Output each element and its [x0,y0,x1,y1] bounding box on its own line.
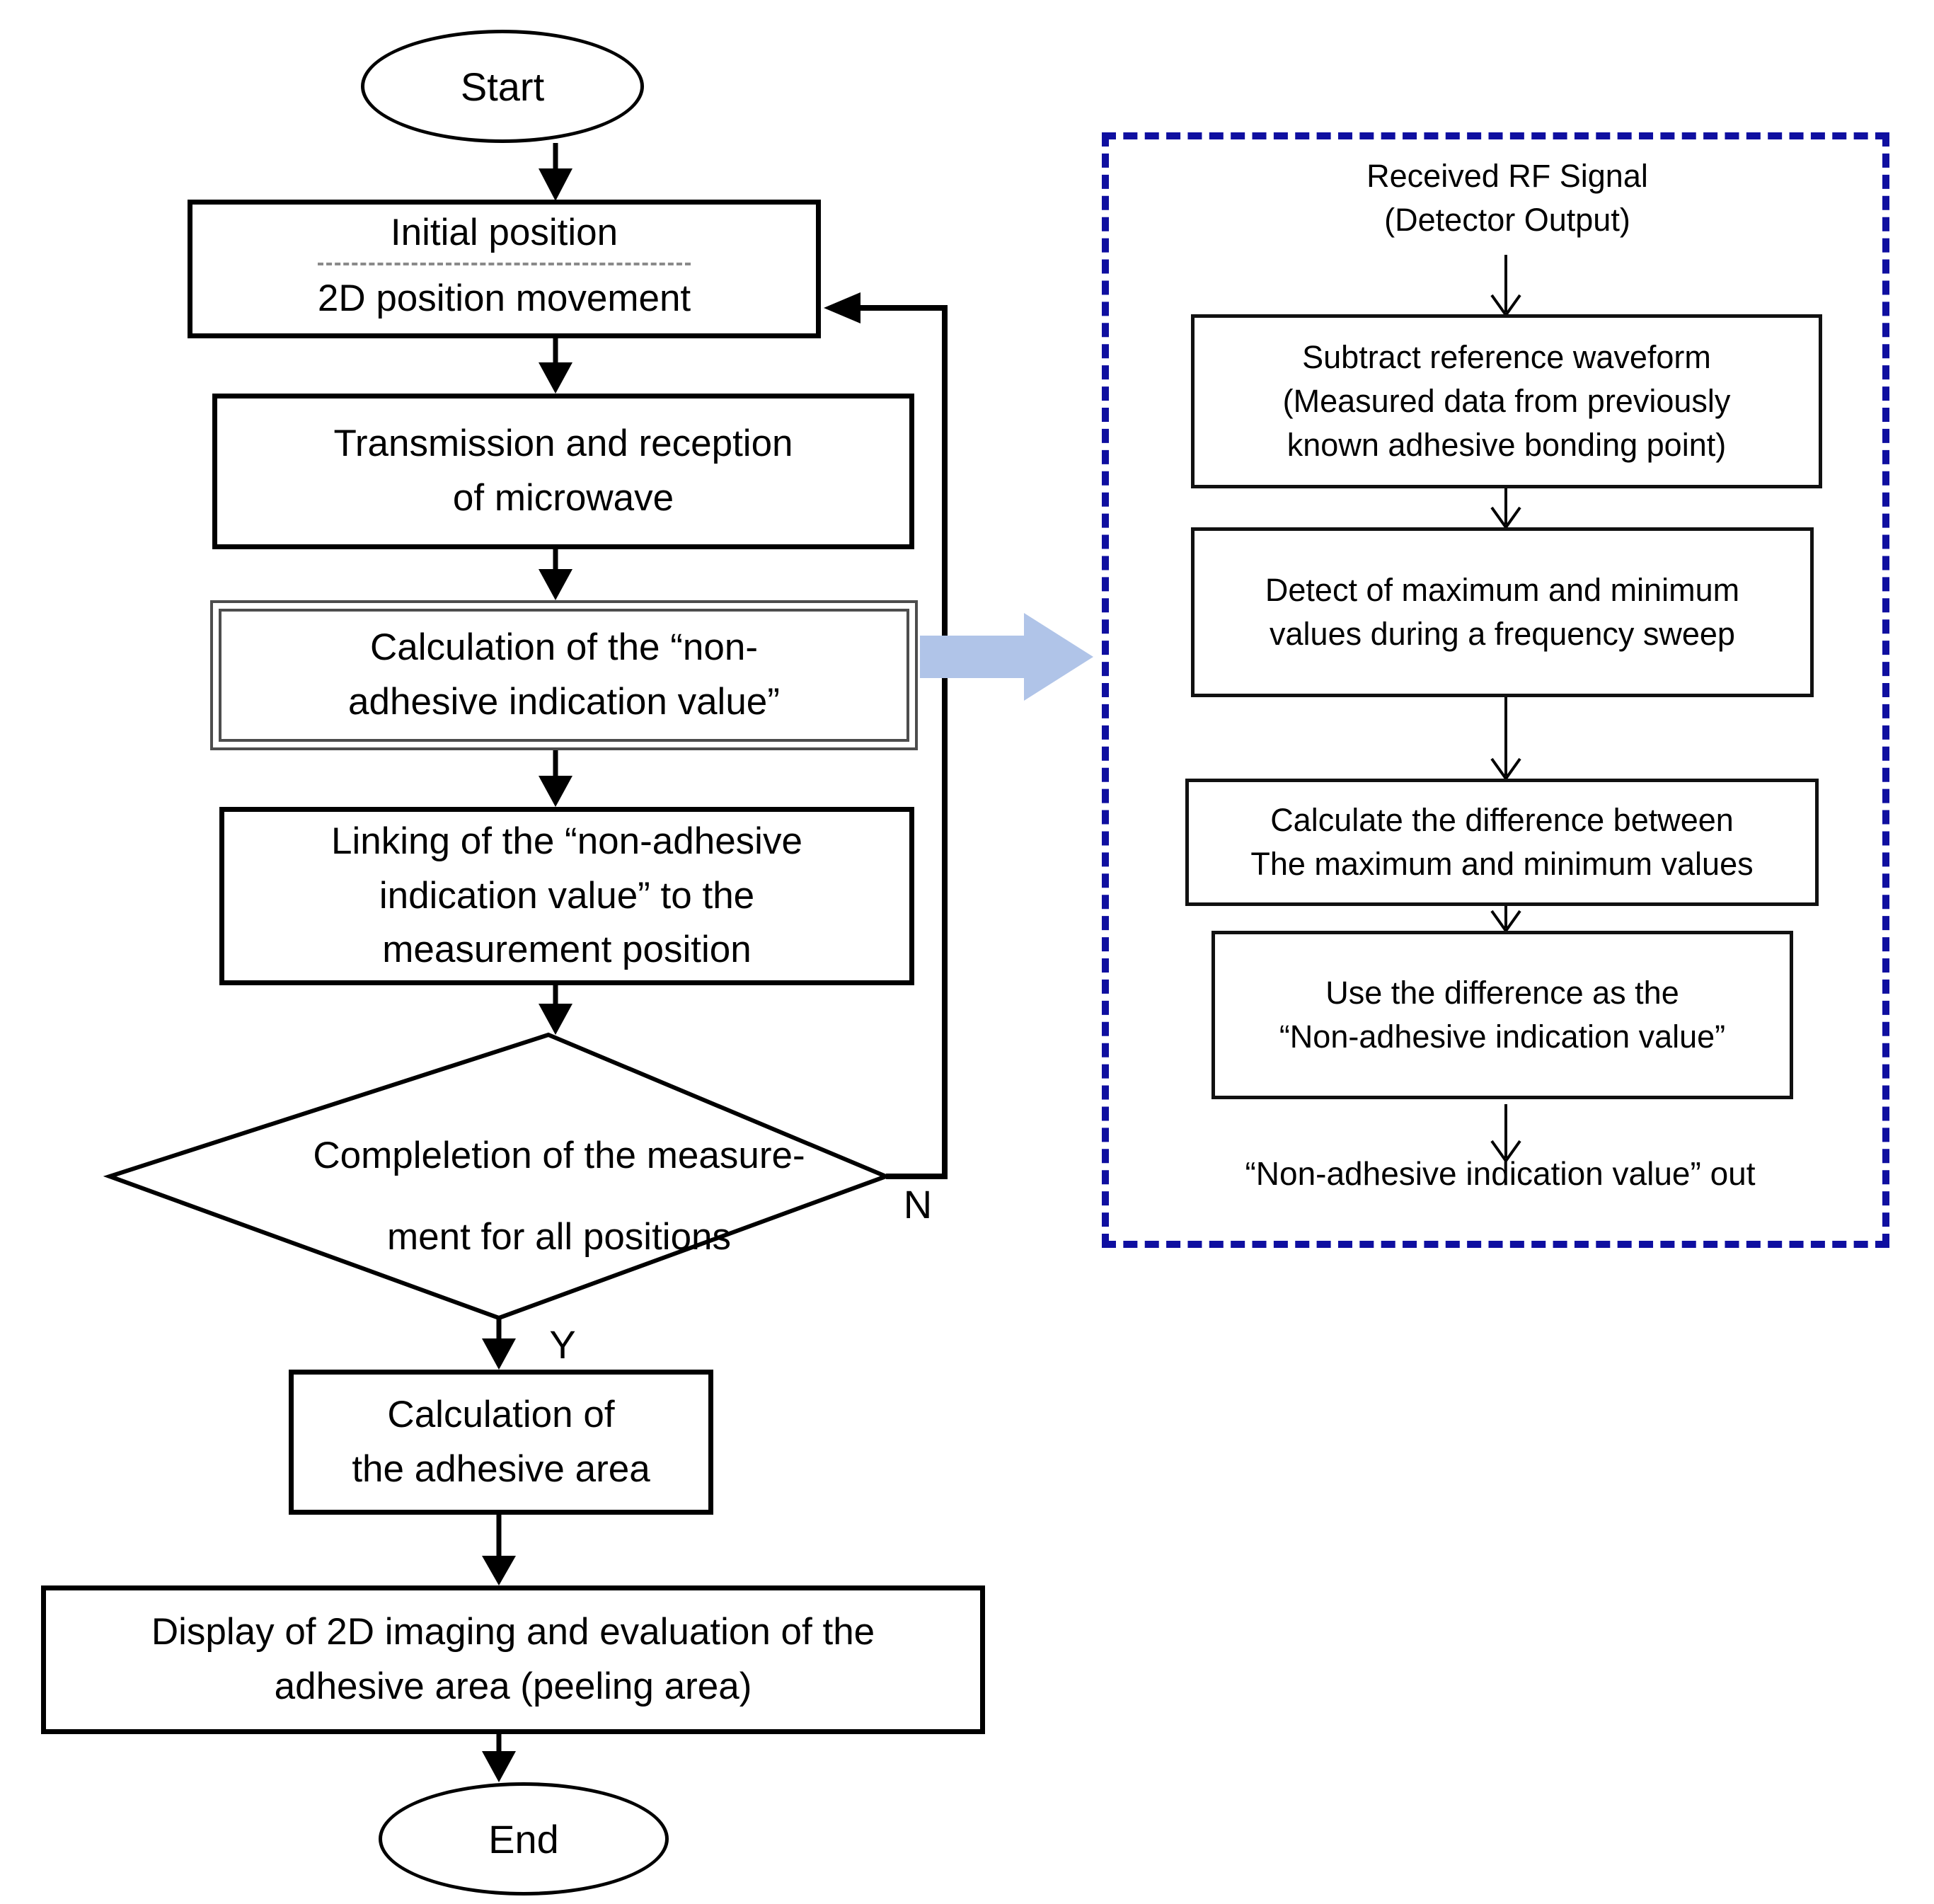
arrow-calc-to-linking [539,750,572,807]
arrow-diamond-to-calcarea [482,1318,516,1370]
position-movement-label: 2D position movement [317,277,691,320]
branch-no-label: N [903,1181,933,1227]
calc-indication-box: Calculation of the “non- adhesive indica… [210,600,918,750]
display-box: Display of 2D imaging and evaluation of … [41,1585,985,1734]
start-terminal: Start [361,30,644,143]
calc-difference-box: Calculate the difference between The max… [1185,779,1819,906]
arrow-display-to-end [482,1734,516,1782]
detect-minmax-box: Detect of maximum and minimum values dur… [1191,527,1814,697]
end-terminal: End [379,1782,669,1896]
arrow-start-to-init [539,143,572,201]
transmission-box: Transmission and reception of microwave [212,394,914,549]
arrow-calcarea-to-display [482,1515,516,1585]
indication-value-out-label: “Non-adhesive indication value” out [1245,1155,1756,1192]
arrow-use-to-output [1490,1104,1521,1164]
use-difference-box: Use the difference as the “Non-adhesive … [1211,931,1793,1099]
linking-box: Linking of the “non-adhesive indication … [219,807,914,985]
initial-position-row: Initial position [317,205,691,265]
rf-signal-title: Received RF Signal (Detector Output) [1366,158,1648,238]
subtract-reference-box: Subtract reference waveform (Measured da… [1191,314,1822,488]
detail-panel [1102,132,1889,1248]
arrow-linking-to-diamond [539,985,572,1035]
arrow-init-to-transmission [539,338,572,394]
branch-yes-label: Y [549,1321,576,1367]
end-label: End [488,1816,559,1862]
calc-area-box: Calculation of the adhesive area [289,1370,713,1515]
feedback-loop-line [824,292,948,1179]
arrow-transmission-to-calc [539,549,572,600]
position-movement-row: 2D position movement [318,265,691,333]
highlight-callout-arrow [920,613,1093,701]
initial-position-box: Initial position 2D position movement [188,200,821,338]
calc-indication-box-inner: Calculation of the “non- adhesive indica… [219,609,909,742]
decision-diamond-label: Compleletion of the measure- ment for al… [313,1135,805,1258]
initial-position-label: Initial position [390,212,618,254]
start-label: Start [460,64,545,109]
